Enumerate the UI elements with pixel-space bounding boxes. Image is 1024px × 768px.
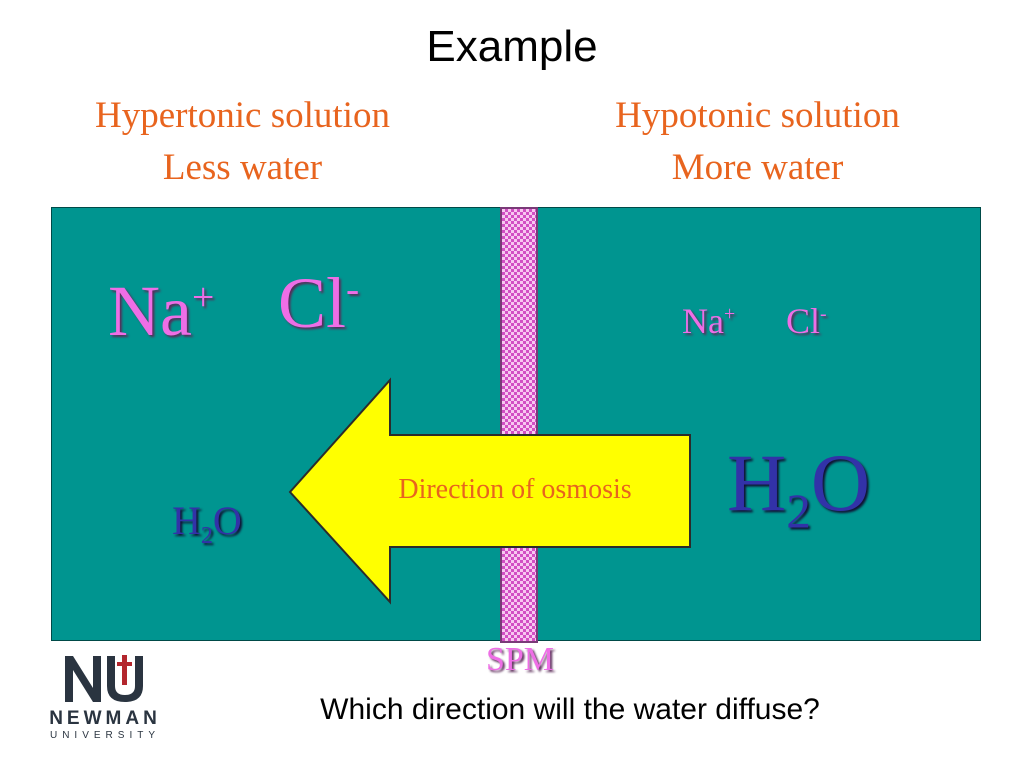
right-heading-line2: More water — [671, 147, 844, 188]
left-sodium-ion: Na+ — [108, 270, 214, 353]
left-water-subscript: 2 — [200, 523, 213, 549]
left-sodium-symbol: Na — [108, 271, 192, 351]
left-water-o: O — [212, 498, 242, 543]
newman-logo: NEWMAN UNIVERSITY — [30, 652, 180, 744]
left-water-molecule: H2O — [172, 497, 242, 548]
left-heading-line2: Less water — [162, 147, 323, 188]
right-water-subscript: 2 — [786, 483, 811, 539]
left-water-h: H — [172, 498, 201, 543]
semipermeable-membrane — [500, 207, 538, 643]
right-sodium-charge: + — [723, 303, 736, 325]
left-heading-line1: Hypertonic solution — [95, 95, 390, 136]
question-text: Which direction will the water diffuse? — [320, 693, 820, 726]
right-chloride-symbol: Cl — [786, 301, 821, 341]
right-water-molecule: H2O — [727, 436, 871, 535]
right-water-o: O — [810, 437, 871, 528]
right-chloride-ion: Cl- — [786, 300, 827, 342]
left-chloride-charge: - — [346, 267, 360, 311]
logo-name: NEWMAN — [49, 708, 161, 729]
left-chloride-ion: Cl- — [278, 262, 359, 345]
newman-logo-mark — [65, 655, 143, 702]
right-heading-line1: Hypotonic solution — [615, 95, 900, 136]
arrow-label: Direction of osmosis — [398, 474, 632, 505]
left-sodium-charge: + — [191, 275, 215, 319]
right-heading: Hypotonic solution More water — [555, 90, 960, 194]
right-water-h: H — [727, 437, 787, 528]
left-heading: Hypertonic solution Less water — [40, 90, 445, 194]
right-sodium-ion: Na+ — [682, 300, 735, 342]
logo-subtitle: UNIVERSITY — [49, 730, 160, 741]
left-chloride-symbol: Cl — [278, 263, 347, 343]
right-sodium-symbol: Na — [682, 301, 724, 341]
right-chloride-charge: - — [820, 303, 827, 325]
slide-title: Example — [426, 22, 598, 71]
membrane-label: SPM — [485, 641, 555, 678]
